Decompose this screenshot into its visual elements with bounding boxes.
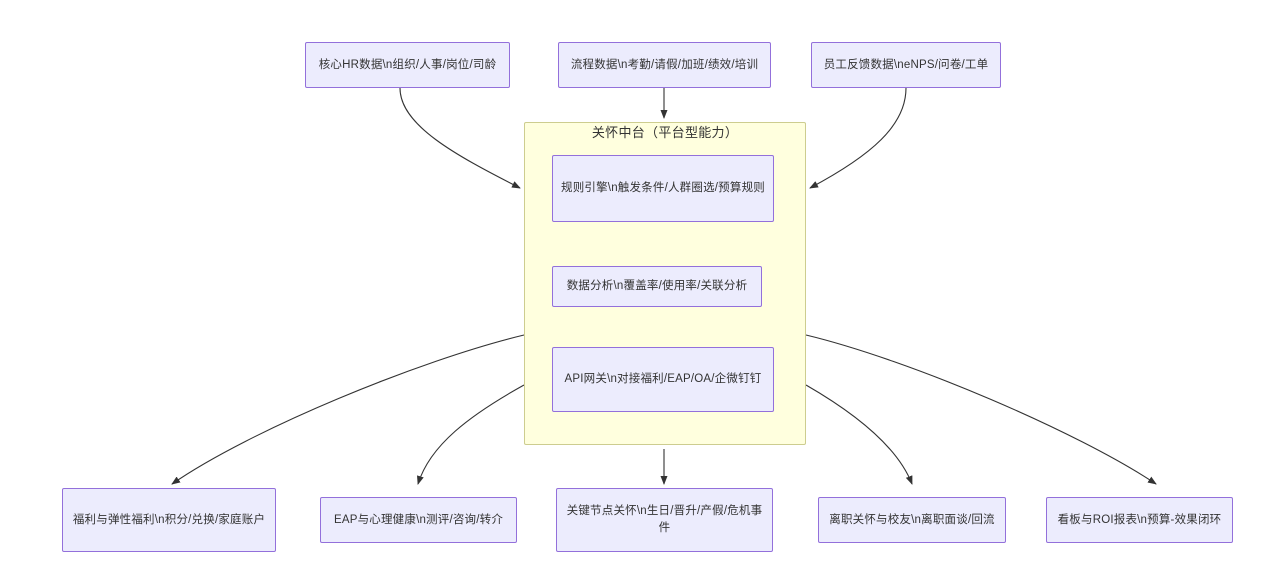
node-key-moments[interactable]: 关键节点关怀\n生日/晋升/产假/危机事件	[556, 488, 773, 552]
node-benefits-label: 福利与弹性福利\n积分/兑换/家庭账户	[72, 513, 266, 526]
node-dashboard-label: 看板与ROI报表\n预算-效果闭环	[1057, 513, 1222, 526]
edge-feedback-to-platform	[809, 87, 907, 189]
edge-platform-to-eap	[417, 384, 525, 485]
node-eap[interactable]: EAP与心理健康\n测评/咨询/转介	[320, 497, 517, 543]
node-rule-engine-label: 规则引擎\n触发条件/人群圈选/预算规则	[561, 182, 765, 194]
node-benefits[interactable]: 福利与弹性福利\n积分/兑换/家庭账户	[62, 488, 276, 552]
node-data-analysis-label: 数据分析\n覆盖率/使用率/关联分析	[566, 280, 748, 292]
edge-core-hr-to-platform	[399, 87, 521, 189]
node-process-data[interactable]: 流程数据\n考勤/请假/加班/绩效/培训	[558, 42, 771, 88]
node-feedback-data[interactable]: 员工反馈数据\neNPS/问卷/工单	[811, 42, 1001, 88]
node-rule-engine[interactable]: 规则引擎\n触发条件/人群圈选/预算规则	[552, 155, 774, 222]
node-api-gateway[interactable]: API网关\n对接福利/EAP/OA/企微钉钉	[552, 347, 774, 412]
node-key-moments-label: 关键节点关怀\n生日/晋升/产假/危机事件	[566, 505, 763, 534]
node-process-data-label: 流程数据\n考勤/请假/加班/绩效/培训	[570, 58, 759, 71]
node-api-gateway-label: API网关\n对接福利/EAP/OA/企微钉钉	[564, 373, 762, 385]
node-eap-label: EAP与心理健康\n测评/咨询/转介	[333, 513, 504, 526]
cluster-care-platform-title: 关怀中台（平台型能力）	[591, 125, 739, 140]
node-offboarding[interactable]: 离职关怀与校友\n离职面谈/回流	[818, 497, 1006, 543]
node-core-hr-data-label: 核心HR数据\n组织/人事/岗位/司龄	[318, 58, 497, 71]
node-offboarding-label: 离职关怀与校友\n离职面谈/回流	[829, 513, 995, 526]
edge-platform-to-benefits	[171, 334, 525, 485]
node-feedback-data-label: 员工反馈数据\neNPS/问卷/工单	[823, 58, 989, 71]
edge-platform-to-offboarding	[805, 384, 913, 485]
node-dashboard[interactable]: 看板与ROI报表\n预算-效果闭环	[1046, 497, 1233, 543]
node-core-hr-data[interactable]: 核心HR数据\n组织/人事/岗位/司龄	[305, 42, 510, 88]
edge-platform-to-dashboard	[805, 334, 1157, 485]
node-data-analysis[interactable]: 数据分析\n覆盖率/使用率/关联分析	[552, 266, 762, 307]
